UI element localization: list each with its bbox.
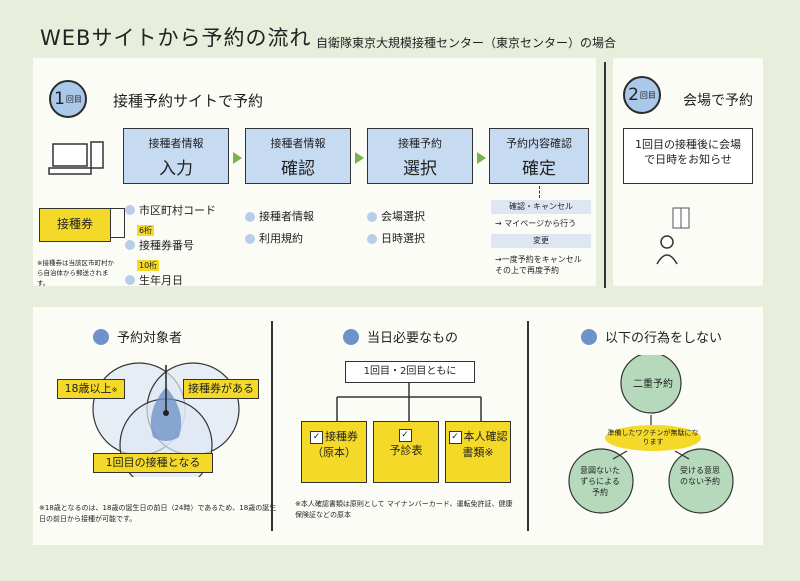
checkbox-icon: ✓ bbox=[448, 430, 462, 444]
double-booking-label: 二重予約 bbox=[633, 379, 673, 390]
age-condition-box: 18歳以上※ bbox=[57, 379, 125, 399]
prank-booking-label: 意図ないたずらによる予約 bbox=[580, 466, 620, 497]
need-item-questionnaire: ✓予診表 bbox=[373, 421, 439, 483]
ticket-condition-box: 接種券がある bbox=[183, 379, 259, 399]
step2-title: 会場で予約 bbox=[683, 93, 753, 109]
confirm-item: 接種者情報 bbox=[245, 206, 314, 228]
tree-connector bbox=[336, 383, 482, 421]
step1-unit: 回目 bbox=[65, 94, 82, 104]
select-items-list: 会場選択 日時選択 bbox=[367, 206, 425, 250]
step-finalize-box: 予約内容確認確定 bbox=[489, 128, 589, 184]
targets-note: ※18歳となるのは、18歳の誕生日の前日（24時）であるため、18歳の誕生日の前… bbox=[39, 504, 277, 523]
waste-warning: 準備したワクチンが無駄になります bbox=[605, 425, 701, 451]
step2-unit: 回目 bbox=[639, 90, 656, 100]
checkbox-icon: ✓ bbox=[310, 430, 323, 444]
needs-heading: 当日必要なもの bbox=[343, 327, 458, 346]
input-item: 接種券番号 bbox=[125, 237, 216, 253]
dont-diagram bbox=[568, 355, 734, 514]
vertical-divider bbox=[604, 62, 606, 288]
vertical-divider bbox=[527, 321, 529, 531]
cancel-box: 確認・キャンセル bbox=[491, 200, 591, 214]
page-title: WEBサイトから予約の流れ bbox=[40, 26, 312, 50]
confirm-items-list: 接種者情報 利用規約 bbox=[245, 206, 314, 250]
needs-top-box: 1回目・2回目ともに bbox=[345, 361, 475, 383]
select-item: 日時選択 bbox=[367, 228, 425, 250]
step1-title: 接種予約サイトで予約 bbox=[113, 92, 264, 110]
digits-badge: 10桁 bbox=[137, 260, 160, 271]
dashed-connector bbox=[539, 186, 541, 198]
ticket-bracket bbox=[111, 208, 125, 238]
confirm-item: 利用規約 bbox=[245, 228, 314, 250]
step-arrow bbox=[477, 152, 486, 164]
input-item: 市区町村コード bbox=[125, 202, 216, 218]
vertical-divider bbox=[271, 321, 273, 531]
input-items-list: 市区町村コード 6桁 接種券番号 10桁 生年月日 bbox=[125, 202, 216, 288]
bullet-icon bbox=[93, 328, 109, 345]
input-item: 生年月日 bbox=[125, 272, 216, 288]
step1-number: 1 bbox=[54, 89, 65, 109]
change-box: 変更 bbox=[491, 234, 591, 248]
bullet-icon bbox=[343, 328, 359, 345]
need-item-ticket: ✓接種券（原本） bbox=[301, 421, 367, 483]
venue-person-icon bbox=[656, 207, 690, 265]
computer-icon bbox=[48, 141, 104, 175]
dont-heading: 以下の行為をしない bbox=[581, 327, 722, 346]
step2-number: 2 bbox=[628, 85, 639, 105]
ticket-box: 接種券 bbox=[39, 208, 111, 242]
needs-note: ※本人確認書類は原則として マイナンバーカード、運転免許証、健康保険証などの原本 bbox=[295, 500, 513, 519]
change-arrow-text: →一度予約をキャンセル その上で再度予約 bbox=[495, 255, 582, 275]
need-item-id: ✓本人確認書類※ bbox=[445, 421, 511, 483]
step-arrow bbox=[355, 152, 364, 164]
first-dose-condition-box: 1回目の接種となる bbox=[93, 453, 213, 473]
checkbox-icon: ✓ bbox=[398, 428, 412, 442]
cancel-arrow-text: → マイページから行う bbox=[495, 219, 577, 228]
step-arrow bbox=[233, 152, 242, 164]
digits-badge: 6桁 bbox=[137, 225, 155, 236]
targets-heading: 予約対象者 bbox=[93, 327, 182, 346]
step-confirm-box: 接種者情報確認 bbox=[245, 128, 351, 184]
ticket-note: ※接種券は当該区市町村から自治体から郵送されます。 bbox=[37, 259, 114, 287]
step-input-box: 接種者情報入力 bbox=[123, 128, 229, 184]
step-select-box: 接種予約選択 bbox=[367, 128, 473, 184]
bullet-icon bbox=[581, 328, 597, 345]
select-item: 会場選択 bbox=[367, 206, 425, 228]
no-intent-booking-label: 受ける意思のない予約 bbox=[680, 466, 720, 486]
step2-notice-box: 1回目の接種後に会場で日時をお知らせ bbox=[623, 128, 753, 184]
bottom-panel: 予約対象者 18歳以上※ 接種券がある 1回目の接種となる ※18歳となるのは、… bbox=[33, 307, 763, 545]
page-subtitle: 自衛隊東京大規模接種センター（東京センター）の場合 bbox=[316, 36, 617, 50]
